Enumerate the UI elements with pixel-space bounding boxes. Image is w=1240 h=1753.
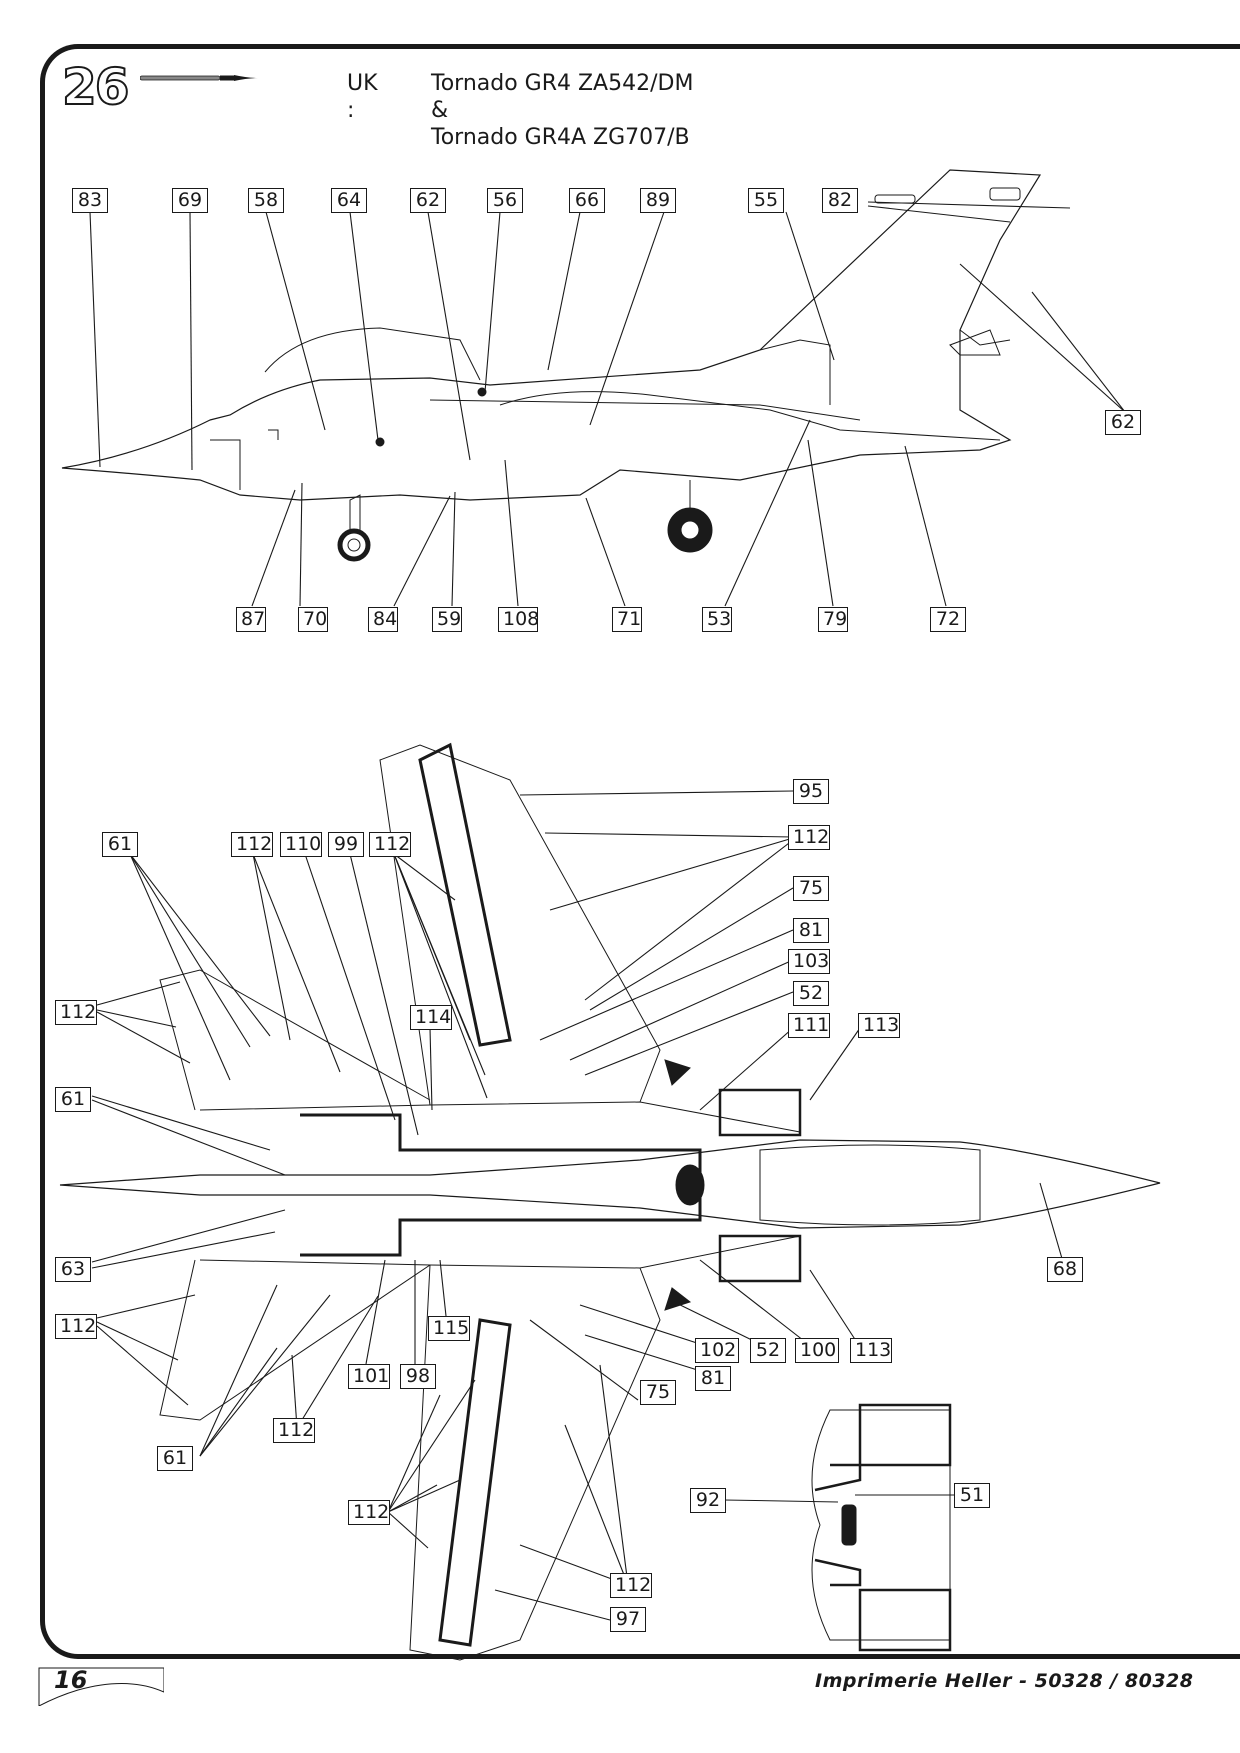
callout-62-right: 62 — [1105, 410, 1141, 435]
callout-61-top: 61 — [102, 832, 138, 857]
callout-64: 64 — [331, 188, 367, 213]
callout-71: 71 — [612, 607, 642, 632]
callout-111: 111 — [788, 1013, 830, 1038]
callout-112-left-top: 112 — [55, 1000, 97, 1025]
callout-112-bottom-mid: 112 — [273, 1418, 315, 1443]
callout-103: 103 — [788, 949, 830, 974]
callout-75-bottom: 75 — [640, 1380, 676, 1405]
callout-66: 66 — [569, 188, 605, 213]
callout-112-right: 112 — [788, 825, 830, 850]
callout-55: 55 — [748, 188, 784, 213]
callout-51: 51 — [954, 1483, 990, 1508]
callout-108: 108 — [498, 607, 539, 632]
callout-61-left: 61 — [55, 1087, 91, 1112]
title-line-2: & — [431, 98, 449, 123]
page-number: 16 — [54, 1666, 88, 1694]
plan-view-aircraft — [59, 742, 1161, 1661]
callout-81-top: 81 — [793, 918, 829, 943]
callout-79: 79 — [818, 607, 848, 632]
callout-52-top: 52 — [793, 981, 829, 1006]
callout-82: 82 — [822, 188, 858, 213]
callout-112-top-1: 112 — [231, 832, 273, 857]
callout-58: 58 — [248, 188, 284, 213]
callout-115: 115 — [428, 1316, 470, 1341]
callout-112-left-bottom: 112 — [55, 1314, 97, 1339]
callout-95: 95 — [793, 779, 829, 804]
callout-62: 62 — [410, 188, 446, 213]
callout-99: 99 — [328, 832, 364, 857]
page-number-tab: 16 — [38, 1666, 164, 1706]
callout-100: 100 — [795, 1338, 839, 1363]
callout-112-top-2: 112 — [369, 832, 411, 857]
callout-110: 110 — [280, 832, 322, 857]
callout-92: 92 — [690, 1488, 726, 1513]
callout-84: 84 — [368, 607, 398, 632]
callout-113-bottom: 113 — [850, 1338, 892, 1363]
side-view-leader-lines — [89, 201, 1126, 607]
detail-view-aircraft — [723, 1403, 954, 1652]
country-label: UK : — [347, 71, 378, 123]
callout-114: 114 — [410, 1005, 452, 1030]
callout-56: 56 — [487, 188, 523, 213]
callout-101: 101 — [348, 1364, 390, 1389]
callout-52-bottom: 52 — [750, 1338, 786, 1363]
callout-59: 59 — [432, 607, 462, 632]
callout-83: 83 — [72, 188, 108, 213]
callout-70: 70 — [298, 607, 328, 632]
title-line-3: Tornado GR4A ZG707/B — [431, 125, 690, 150]
paintbrush-icon — [140, 75, 258, 81]
step-number: 26 — [61, 58, 131, 116]
publisher-credit: Imprimerie Heller - 50328 / 80328 — [815, 1670, 1194, 1692]
callout-112-bottom-right: 112 — [610, 1573, 652, 1598]
callout-113-top: 113 — [858, 1013, 900, 1038]
plan-view-leader-lines — [91, 790, 1064, 1621]
callout-98: 98 — [400, 1364, 436, 1389]
side-view-aircraft — [61, 169, 1042, 562]
callout-53: 53 — [702, 607, 732, 632]
callout-69: 69 — [172, 188, 208, 213]
callout-61-bottom: 61 — [157, 1446, 193, 1471]
callout-68: 68 — [1047, 1257, 1083, 1282]
page-frame — [40, 44, 1240, 1659]
callout-72: 72 — [930, 607, 966, 632]
callout-63: 63 — [55, 1257, 91, 1282]
callout-87: 87 — [236, 607, 266, 632]
callout-89: 89 — [640, 188, 676, 213]
callout-97: 97 — [610, 1607, 646, 1632]
callout-81-bottom: 81 — [695, 1366, 731, 1391]
callout-112-bottom-left: 112 — [348, 1500, 390, 1525]
page-tab-shape — [38, 1667, 164, 1706]
callout-102: 102 — [695, 1338, 739, 1363]
callout-75-top: 75 — [793, 876, 829, 901]
title-line-1: Tornado GR4 ZA542/DM — [431, 71, 694, 96]
